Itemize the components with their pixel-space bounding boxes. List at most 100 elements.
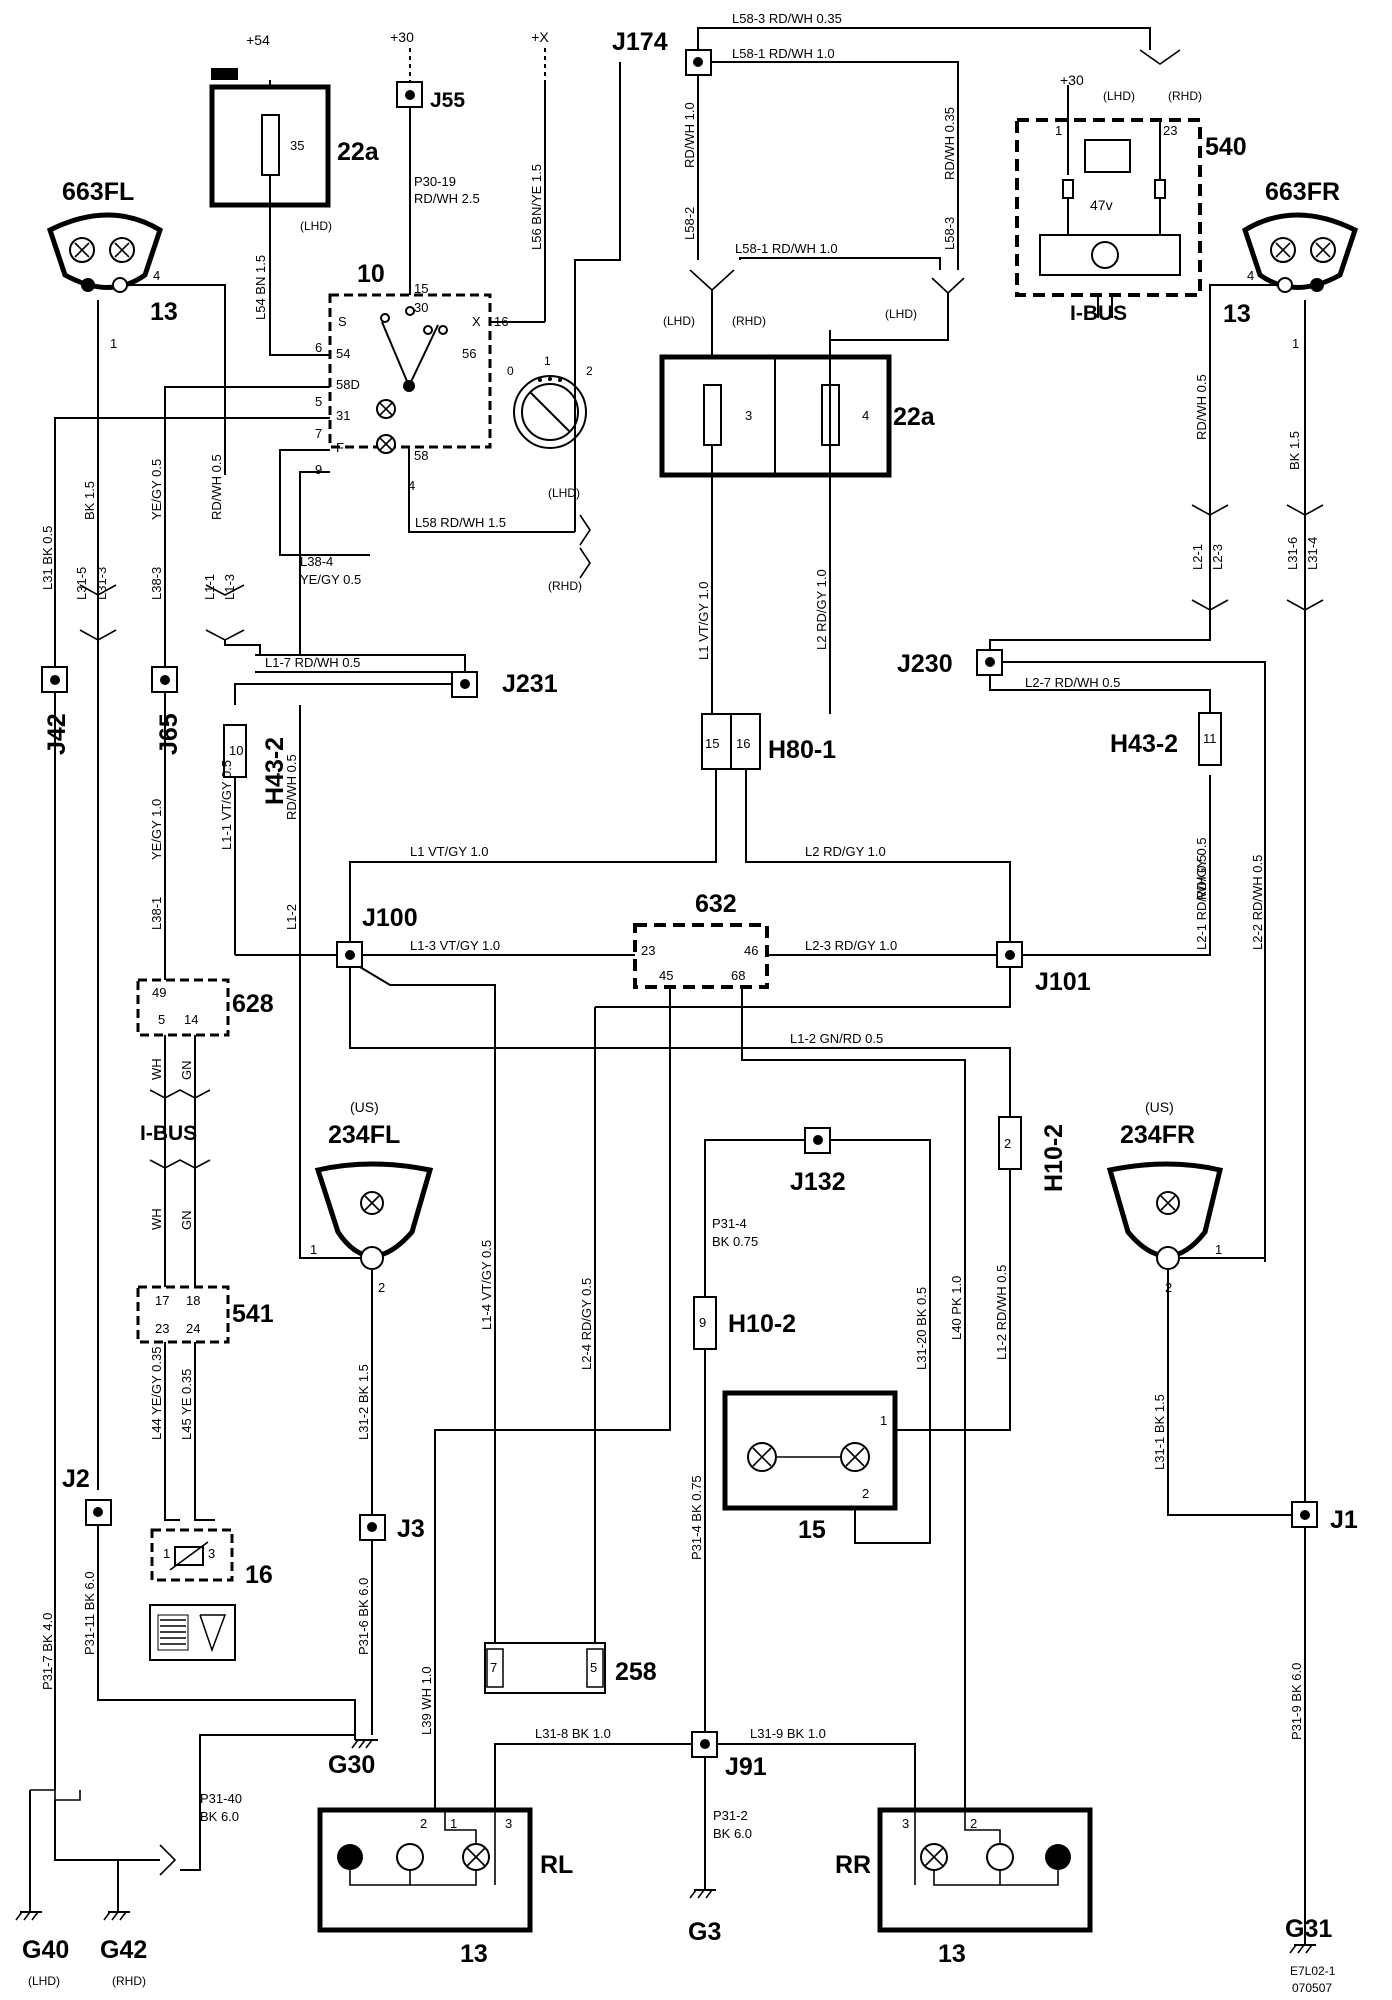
wire-rdgy05: RD/GY 0.5 xyxy=(1194,837,1209,900)
connector-h43-2-right xyxy=(1198,712,1222,766)
switch-pin-30: 30 xyxy=(414,300,428,315)
lamp-15-label: 15 xyxy=(798,1516,826,1544)
ground-g31 xyxy=(1289,1944,1316,1954)
junction-j101 xyxy=(996,941,1023,968)
module-541-pin-17: 17 xyxy=(155,1293,169,1308)
g30-label: G30 xyxy=(328,1751,375,1779)
wire-l1-3-conn: L1-3 xyxy=(222,574,237,600)
wire-l45: L45 YE 0.35 xyxy=(179,1369,194,1440)
fuse-22a-right xyxy=(659,354,892,478)
wire-l44: L44 YE/GY 0.35 xyxy=(149,1347,164,1440)
wire-l40: L40 PK 1.0 xyxy=(949,1276,964,1340)
module-540-pin-1: 1 xyxy=(1055,123,1062,138)
module-628-label: 628 xyxy=(232,990,274,1018)
junction-j55 xyxy=(396,81,423,108)
key-pos-0: 0 xyxy=(507,364,514,378)
wire-l38-1: L38-1 xyxy=(149,897,164,930)
j230-label: J230 xyxy=(897,650,953,678)
module-540-label: 540 xyxy=(1205,133,1247,161)
h43-right-label: H43-2 xyxy=(1110,730,1178,758)
wire-p31-4-vert: P31-4 BK 0.75 xyxy=(689,1475,704,1560)
junction-j2 xyxy=(85,1499,112,1526)
wire-l1-2-horiz: L1-2 GN/RD 0.5 xyxy=(790,1031,883,1046)
switch-pin-56: 56 xyxy=(462,346,476,361)
switch-10-label: 10 xyxy=(357,260,385,288)
g31-label: G31 xyxy=(1285,1915,1332,1943)
us-label-fr: (US) xyxy=(1145,1099,1174,1115)
ground-g42 xyxy=(103,1911,130,1921)
ignition-key-icon xyxy=(513,375,587,449)
wire-l38-3: L38-3 xyxy=(149,567,164,600)
fuse-4-label: 4 xyxy=(862,408,869,423)
wire-l58-3-vert: L58-3 xyxy=(942,217,957,250)
rr-label: RR xyxy=(835,1851,871,1879)
junction-j1 xyxy=(1291,1501,1318,1528)
h80-pin-16: 16 xyxy=(736,736,750,751)
headlamp-663fl-label: 663FL xyxy=(62,178,134,206)
wire-rdwh05: RD/WH 0.5 xyxy=(209,454,224,520)
j132-label: J132 xyxy=(790,1168,846,1196)
wire-l58-2: L58-2 xyxy=(682,207,697,240)
pin-9: 9 xyxy=(315,462,322,477)
wire-l31-8: L31-8 BK 1.0 xyxy=(535,1726,611,1741)
rear-lamp-rl xyxy=(317,1807,533,1933)
wire-l31-2: L31-2 BK 1.5 xyxy=(356,1364,371,1440)
rhd-label-d: (RHD) xyxy=(1168,89,1202,103)
wire-bk15r: BK 1.5 xyxy=(1287,431,1302,470)
wire-l58: L58 RD/WH 1.5 xyxy=(415,515,506,530)
wire-l58-1b: L58-1 RD/WH 1.0 xyxy=(735,241,838,256)
g42-label: G42 xyxy=(100,1936,147,1964)
lhd-label-a: (LHD) xyxy=(300,219,332,233)
wire-bk15: BK 1.5 xyxy=(82,481,97,520)
module-258 xyxy=(484,1642,606,1694)
wire-wh-b: WH xyxy=(149,1208,164,1230)
wire-p31-40: P31-40 xyxy=(200,1791,242,1806)
wire-rdwh05b: RD/WH 0.5 xyxy=(284,754,299,820)
junction-j231 xyxy=(451,671,478,698)
h10-mid-pin: 9 xyxy=(699,1315,706,1330)
fr-pin-4: 4 xyxy=(1247,268,1254,283)
module-632-pin-68: 68 xyxy=(731,968,745,983)
lamp-15 xyxy=(722,1390,898,1511)
junction-j174 xyxy=(685,49,712,76)
wire-p31-7: P31-7 BK 4.0 xyxy=(40,1613,55,1690)
wire-l1-4: L1-4 VT/GY 0.5 xyxy=(479,1240,494,1330)
headlamp-663fl xyxy=(46,212,164,293)
lamp-234fr-label: 234FR xyxy=(1120,1121,1195,1149)
wire-l31-9: L31-9 BK 1.0 xyxy=(750,1726,826,1741)
j42-label: J42 xyxy=(43,713,71,755)
rl-label: RL xyxy=(540,1851,573,1879)
wire-l56: L56 BN/YE 1.5 xyxy=(529,164,544,250)
supply-30-label: +30 xyxy=(390,29,414,45)
supply-54-label: +54 xyxy=(246,32,270,48)
supply-30b-label: +30 xyxy=(1060,72,1084,88)
lamp-234fr xyxy=(1106,1161,1224,1270)
wire-l31-6: L31-6 xyxy=(1285,537,1300,570)
wire-p31-9: P31-9 BK 6.0 xyxy=(1289,1663,1304,1740)
lamp-234fl xyxy=(314,1161,434,1270)
j2-label: J2 xyxy=(62,1465,90,1493)
b234fr-pin-1: 1 xyxy=(1215,1242,1222,1257)
fr-pin-1: 1 xyxy=(1292,336,1299,351)
light-switch-10 xyxy=(328,293,492,454)
module-628-pin-5: 5 xyxy=(158,1012,165,1027)
lhd-label-c: (LHD) xyxy=(885,307,917,321)
ground-g3 xyxy=(689,1889,716,1899)
wire-l31: L31 BK 0.5 xyxy=(40,526,55,590)
wire-p31-2: P31-2 xyxy=(713,1808,748,1823)
switch-pin-54: 54 xyxy=(336,346,350,361)
headlamp-663fr xyxy=(1241,212,1359,293)
wire-l2-1: L2-1 RD/WH 0.5 xyxy=(1194,855,1209,950)
pin-5: 5 xyxy=(315,394,322,409)
switch-pin-s: S xyxy=(338,314,347,329)
pin-6: 6 xyxy=(315,340,322,355)
module-541-label: 541 xyxy=(232,1300,274,1328)
lhd-label-b: (LHD) xyxy=(663,314,695,328)
rr-13-label: 13 xyxy=(938,1940,966,1968)
wire-l2-top: L2 RD/GY 1.0 xyxy=(814,569,829,650)
fuse-3-label: 3 xyxy=(745,408,752,423)
module-541-pin-18: 18 xyxy=(186,1293,200,1308)
wire-gn-b: GN xyxy=(179,1211,194,1231)
wire-rdwh05r: RD/WH 0.5 xyxy=(1194,374,1209,440)
